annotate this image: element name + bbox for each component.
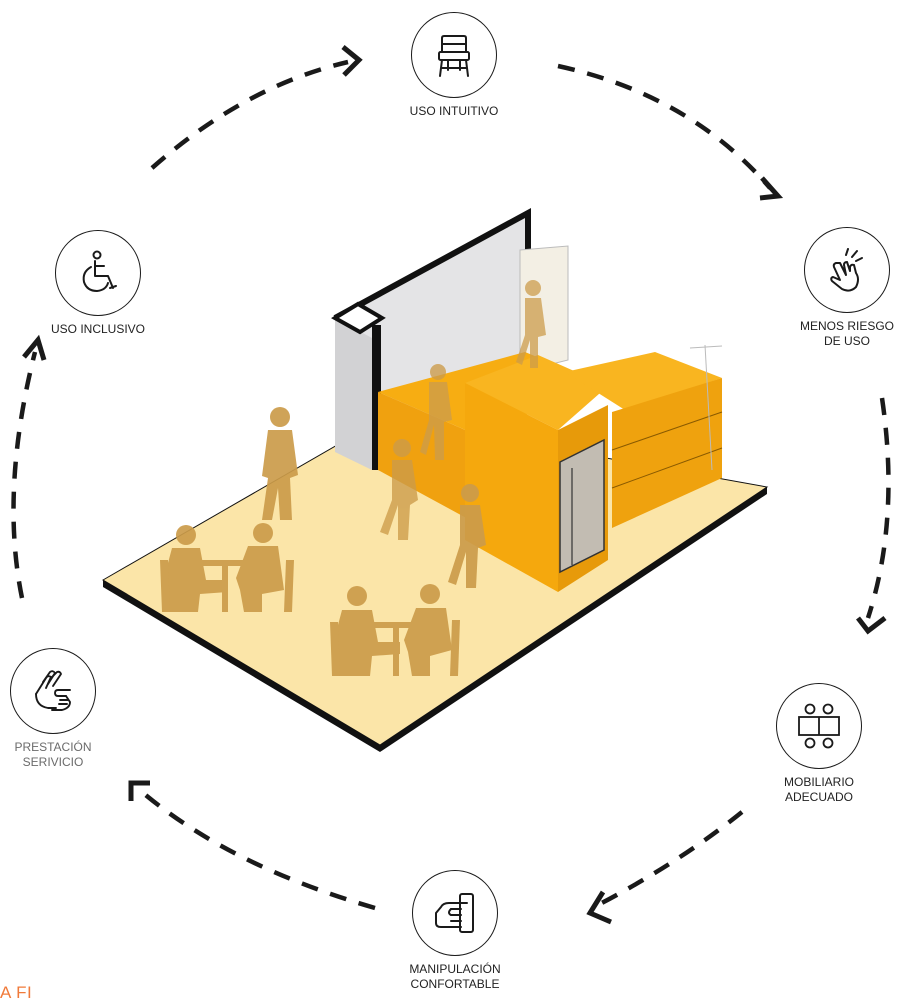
arrowhead-left (22, 334, 47, 361)
wall-column (372, 325, 381, 470)
kitchen-door (559, 438, 605, 574)
person-standing-back (516, 280, 546, 368)
arrow-path-bottom-left (140, 790, 376, 911)
chair-icon (438, 35, 470, 77)
person-standing-1 (262, 407, 298, 520)
dining-group-2 (330, 584, 460, 676)
touch-gesture-icon (830, 248, 863, 292)
bar-top (565, 352, 722, 410)
label-line-2: CONFORTABLE (410, 977, 500, 991)
label-line-1: MANIPULACIÓN (409, 962, 501, 976)
node-label: MENOS RIESGO DE USO (783, 319, 899, 349)
arrowhead-bottom-left (128, 780, 150, 801)
person-walking-3 (448, 484, 486, 588)
arrow-path-bottom-right (596, 810, 744, 907)
node-label: PRESTACIÓN SERIVICIO (0, 740, 117, 770)
arrowhead-top-left (341, 45, 363, 77)
helping-hands-icon (35, 670, 71, 711)
person-walking-2 (420, 364, 452, 460)
arrowhead-right (856, 616, 887, 635)
node-label: USO INCLUSIVO (50, 322, 146, 336)
node-label: MANIPULACIÓN CONFORTABLE (391, 962, 519, 992)
node-mobiliario: MOBILIARIO ADECUADO (755, 683, 883, 805)
node-label: MOBILIARIO ADECUADO (755, 775, 883, 805)
table-seating-icon (798, 703, 840, 749)
node-circle (776, 683, 862, 769)
node-circle (412, 870, 498, 956)
node-circle (411, 12, 497, 98)
dining-group-1 (160, 523, 294, 612)
arrow-path-left (11, 351, 38, 599)
arrow-path-top-left (150, 59, 349, 170)
node-menos-riesgo: MENOS RIESGO DE USO (783, 227, 899, 349)
wheelchair-icon (82, 250, 117, 292)
arrow-path-top-right (557, 63, 772, 190)
node-prestacion: PRESTACIÓN SERIVICIO (0, 648, 117, 770)
label-line-2: DE USO (823, 334, 870, 348)
node-circle (55, 230, 141, 316)
door-handle-icon (435, 893, 474, 933)
label-line-2: ADECUADO (784, 790, 853, 804)
label-line-1: MOBILIARIO (783, 775, 854, 789)
node-uso-inclusivo: USO INCLUSIVO (34, 230, 162, 337)
node-uso-intuitivo: USO INTUITIVO (390, 12, 518, 119)
node-manipulacion: MANIPULACIÓN CONFORTABLE (391, 870, 519, 992)
wall-cap (331, 301, 386, 335)
arrowhead-top-right (759, 176, 784, 201)
bar-front (612, 378, 722, 528)
label-line-2: SERIVICIO (22, 755, 84, 769)
node-label: USO INTUITIVO (409, 104, 499, 118)
node-circle (804, 227, 890, 313)
arrowhead-bottom-right (586, 890, 612, 925)
kitchen-left (465, 383, 558, 592)
counter-front (378, 392, 470, 520)
node-circle (10, 648, 96, 734)
floor-edge (103, 487, 767, 752)
person-walking-1 (380, 439, 418, 540)
label-line-1: MENOS RIESGO (799, 319, 894, 333)
glass-wall-side (335, 318, 372, 470)
label-line-1: PRESTACIÓN (14, 740, 92, 754)
corner-label: A FI (0, 983, 33, 1002)
